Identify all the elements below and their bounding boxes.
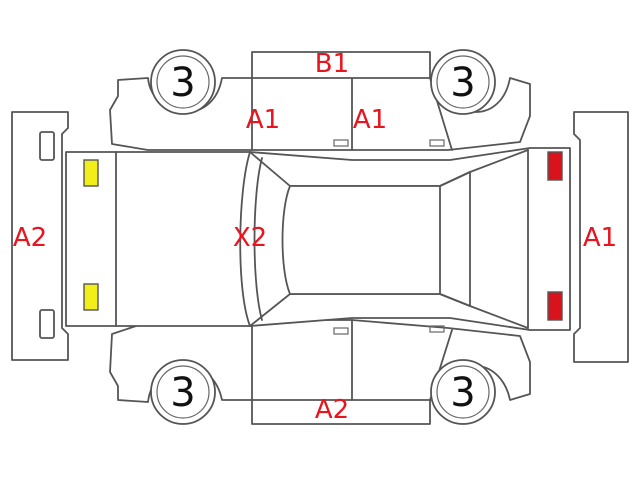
label-bottom-side: A2	[315, 395, 349, 425]
wheel-top-right: 3	[430, 49, 496, 115]
label-left-door-rear: A1	[353, 105, 387, 135]
wheel-top-left-number: 3	[170, 60, 195, 106]
wheel-bottom-right-number: 3	[450, 370, 475, 416]
wheel-bottom-left-number: 3	[170, 370, 195, 416]
wheel-top-left: 3	[150, 49, 216, 115]
rear-lamp-bottom	[547, 291, 563, 321]
wheel-bottom-left: 3	[150, 359, 216, 425]
rear-bumper	[573, 111, 629, 363]
front-lamp-top	[83, 159, 99, 187]
label-front-bumper: A2	[13, 223, 47, 253]
front-bumper	[11, 111, 69, 361]
rear-lamp-top	[547, 151, 563, 181]
wheel-top-right-number: 3	[450, 60, 475, 106]
wheel-bottom-right: 3	[430, 359, 496, 425]
label-roof-edge: B1	[315, 49, 349, 79]
front-lamp-bottom	[83, 283, 99, 311]
label-rear-bumper: A1	[583, 223, 617, 253]
car-top-view	[65, 147, 571, 331]
label-roof: X2	[233, 223, 267, 253]
label-left-door-front: A1	[246, 105, 280, 135]
